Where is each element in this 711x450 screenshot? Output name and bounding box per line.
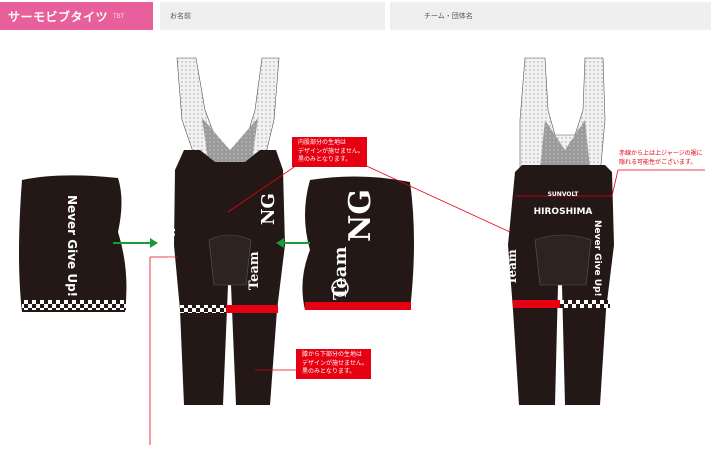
- name-field[interactable]: お名前: [160, 2, 385, 30]
- sponsor-hiroshima: HIROSHIMA: [534, 207, 593, 217]
- front-red-band: [223, 305, 278, 313]
- front-checker-band: [180, 305, 226, 313]
- back-checker-band: [560, 300, 610, 308]
- note-below-knee: 膝から下部分の生地は デザインが施せません。 黒のみとなります。: [296, 349, 371, 379]
- front-crotch: [208, 234, 252, 286]
- green-arrows: [113, 238, 310, 248]
- team-field[interactable]: チーム・団体名: [390, 2, 711, 30]
- right-panel-red-band: [305, 302, 411, 310]
- product-code: TBT: [113, 13, 125, 20]
- left-arrow-icon: [276, 238, 284, 248]
- back-view: [508, 57, 614, 405]
- front-view: [174, 57, 285, 405]
- callout-inner-back-line: [359, 162, 511, 233]
- product-title: サーモビブタイツ: [8, 10, 109, 24]
- right-side-panel: [302, 176, 414, 310]
- right-panel-shape: [302, 176, 414, 310]
- team-label: チーム・団体名: [424, 12, 473, 20]
- front-slogan: Never Give Up!: [165, 228, 176, 313]
- callout-inner-front-line: [227, 162, 301, 213]
- header: サーモビブタイツ TBT お名前 チーム・団体名: [0, 0, 711, 32]
- right-arrow-icon: [150, 238, 158, 248]
- front-inner-mesh: [202, 118, 258, 170]
- back-red-band: [513, 300, 561, 308]
- product-title-box: サーモビブタイツ TBT: [0, 2, 153, 30]
- back-red-connector: [611, 169, 619, 197]
- left-side-panel: [19, 175, 127, 312]
- back-slogan: Never Give Up!: [592, 220, 602, 297]
- right-panel-team: Team: [330, 247, 351, 301]
- back-crotch: [534, 234, 592, 286]
- note-inner-thigh: 内股部分の生地は デザインが施せません。 黒のみとなります。: [292, 137, 367, 167]
- left-panel-checker: [22, 300, 126, 310]
- left-panel-shape: [19, 175, 127, 312]
- callout-lines: [149, 162, 705, 445]
- right-panel-ng: NG: [343, 189, 378, 242]
- note-red-line: 赤線から上は上ジャージの裾に 隠れる可能性がございます。: [619, 150, 703, 166]
- front-team: Team: [247, 251, 262, 290]
- sponsor-sunvolt: SUNVOLT: [548, 191, 580, 198]
- left-panel-slogan: Never Give Up!: [65, 195, 79, 297]
- name-label: お名前: [170, 12, 191, 20]
- front-ng: NG: [258, 193, 279, 225]
- back-team: Team: [505, 249, 519, 285]
- back-inner-mesh: [540, 120, 590, 168]
- team-logo-icon: [331, 279, 349, 297]
